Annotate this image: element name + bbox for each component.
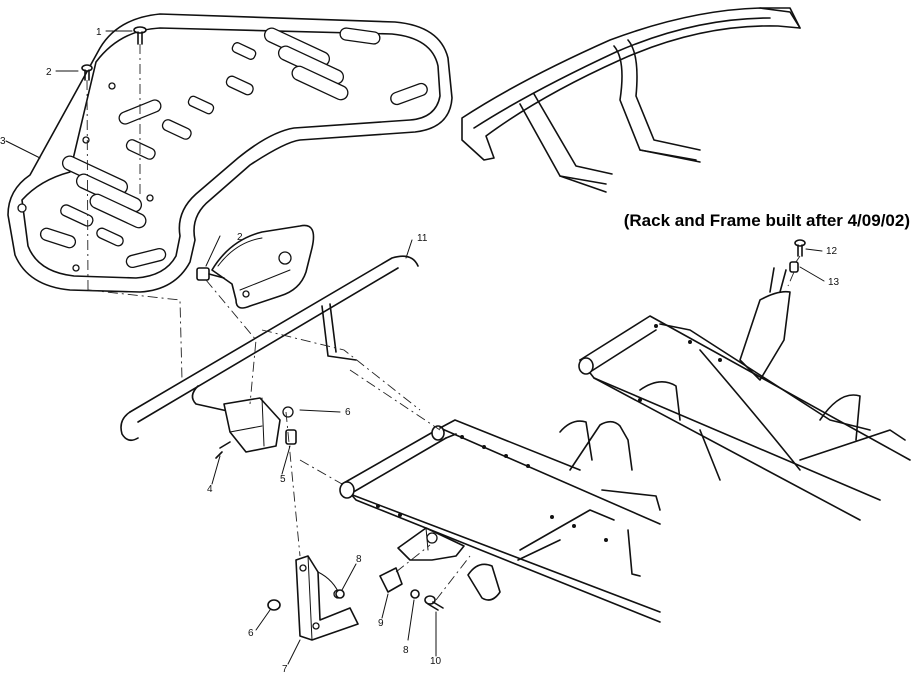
callout-13: 13 [828, 277, 840, 288]
new-rack-tube [461, 7, 801, 193]
callout-2-lower: 2 [237, 232, 243, 243]
callout-1: 1 [96, 27, 102, 38]
washer-8-lower [410, 589, 420, 599]
bolt-2-upper [81, 64, 93, 81]
frame-holes [376, 435, 608, 542]
bolt-1 [133, 26, 147, 45]
bushing-13 [789, 261, 799, 273]
callout-7: 7 [282, 664, 288, 673]
bolt-10 [424, 595, 444, 611]
main-frame [339, 419, 661, 623]
callout-6-upper: 6 [345, 407, 351, 418]
callout-5: 5 [280, 474, 286, 485]
rack-support-bracket [211, 224, 315, 309]
callout-2-upper: 2 [46, 67, 52, 78]
bolt-12 [794, 239, 806, 257]
callout-labels: 1 2 3 2 11 6 4 5 8 6 9 8 10 7 12 13 [0, 27, 840, 673]
callout-8-upper: 8 [356, 554, 362, 565]
bolt-2-lower [196, 267, 225, 281]
hitch-plate [397, 527, 465, 561]
mount-block [215, 397, 297, 459]
callout-11: 11 [417, 233, 428, 244]
hitch-bracket [295, 555, 359, 641]
leader-lines [5, 30, 825, 665]
washer-8-upper [335, 589, 345, 599]
new-frame [578, 267, 911, 521]
callout-12: 12 [826, 246, 838, 257]
nut-6-lower [267, 599, 281, 611]
revision-note: (Rack and Frame built after 4/09/02) [624, 211, 910, 230]
spacer-9 [379, 567, 403, 593]
callout-4: 4 [207, 484, 213, 495]
callout-6-lower: 6 [248, 628, 254, 639]
callout-8-lower: 8 [403, 645, 409, 656]
callout-3: 3 [0, 136, 6, 147]
callout-10: 10 [430, 656, 442, 667]
callout-9: 9 [378, 618, 384, 629]
